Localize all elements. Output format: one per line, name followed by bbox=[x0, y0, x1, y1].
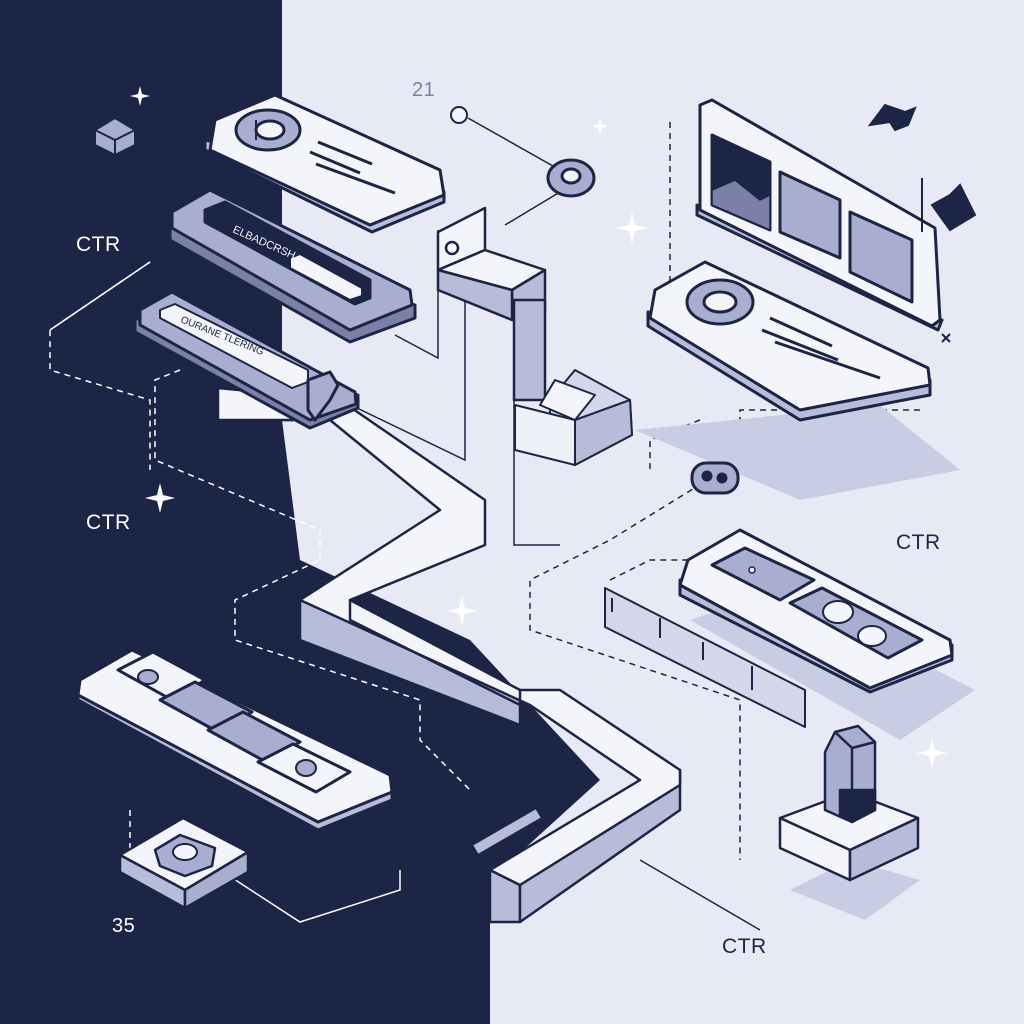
crystal-pedestal bbox=[778, 724, 920, 920]
sparkle-icon bbox=[447, 596, 477, 626]
broken-arrow-icon bbox=[867, 103, 917, 132]
ctr-label-right-middle: CTR bbox=[896, 531, 941, 554]
input-bar-card: ELBADCRSH bbox=[168, 188, 417, 344]
ctr-label-left-top: CTR bbox=[76, 233, 121, 256]
emoji-card-right bbox=[678, 528, 975, 740]
node-dot bbox=[450, 106, 468, 124]
cube-icon bbox=[94, 117, 136, 156]
sparkle-icons bbox=[130, 86, 947, 768]
icon-strip-card-left bbox=[76, 648, 394, 832]
image-gallery-card bbox=[695, 98, 944, 332]
profile-card-right bbox=[635, 260, 960, 500]
node-ring bbox=[546, 158, 596, 198]
sparkle-icon bbox=[145, 483, 175, 513]
ctr-label-bottom: CTR bbox=[722, 935, 767, 958]
number-label-bottom: 35 bbox=[112, 915, 136, 937]
sparkle-icon bbox=[130, 86, 150, 106]
profile-card-top bbox=[203, 93, 446, 234]
ctr-label-left-middle: CTR bbox=[86, 511, 131, 534]
gem-box bbox=[118, 816, 250, 910]
cross-mark-icon bbox=[941, 333, 951, 343]
open-box bbox=[514, 369, 633, 466]
pipe-hook bbox=[306, 370, 340, 422]
sparkle-icon bbox=[592, 118, 608, 134]
tick-chart bbox=[604, 587, 806, 728]
flag-icon bbox=[921, 178, 977, 232]
pill-tag bbox=[690, 461, 740, 495]
sparkle-icon bbox=[917, 738, 947, 768]
number-label-top: 21 bbox=[412, 79, 436, 101]
sparkle-icon bbox=[616, 212, 648, 244]
pen-icon bbox=[470, 806, 544, 857]
